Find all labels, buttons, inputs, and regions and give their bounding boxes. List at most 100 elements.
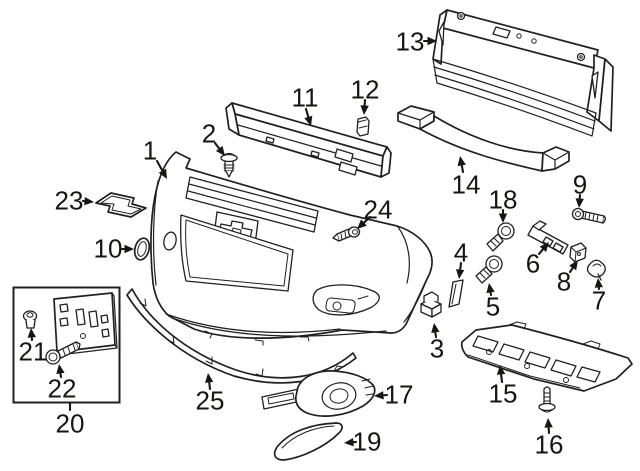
callout-23[interactable]: 23 bbox=[55, 185, 94, 215]
callout-20[interactable]: 20 bbox=[56, 401, 85, 438]
part-underbody-shield bbox=[460, 321, 633, 392]
callout-24[interactable]: 24 bbox=[357, 194, 392, 229]
callout-21[interactable]: 21 bbox=[19, 328, 48, 366]
callout-label-3[interactable]: 3 bbox=[430, 333, 444, 363]
part-fog-lamp-cover bbox=[273, 422, 343, 461]
callout-label-8[interactable]: 8 bbox=[557, 266, 571, 296]
callout-18[interactable]: 18 bbox=[489, 184, 518, 223]
callout-22[interactable]: 22 bbox=[48, 364, 77, 403]
callout-label-4[interactable]: 4 bbox=[454, 237, 468, 267]
callout-label-24[interactable]: 24 bbox=[364, 194, 393, 224]
callout-label-15[interactable]: 15 bbox=[489, 378, 518, 408]
callout-label-6[interactable]: 6 bbox=[526, 248, 540, 278]
callout-6[interactable]: 6 bbox=[526, 242, 549, 278]
part-bolt-5 bbox=[475, 255, 503, 284]
callout-leader-24 bbox=[362, 215, 372, 224]
callout-leader-22 bbox=[59, 372, 63, 379]
callout-1[interactable]: 1 bbox=[143, 135, 167, 179]
callout-leader-4 bbox=[459, 261, 463, 271]
callout-arrowhead-8 bbox=[569, 260, 578, 271]
callout-8[interactable]: 8 bbox=[557, 260, 578, 296]
callout-arrowhead-23 bbox=[84, 197, 94, 206]
callout-12[interactable]: 12 bbox=[351, 74, 380, 115]
callout-15[interactable]: 15 bbox=[489, 365, 518, 408]
part-bracket bbox=[527, 220, 569, 255]
callout-label-7[interactable]: 7 bbox=[592, 285, 606, 315]
part-license-plate-bracket bbox=[53, 292, 118, 356]
callout-arrowhead-10 bbox=[124, 244, 134, 254]
callout-label-10[interactable]: 10 bbox=[94, 233, 123, 263]
callout-label-18[interactable]: 18 bbox=[489, 184, 518, 214]
part-spacer-clip bbox=[356, 116, 370, 137]
callout-11[interactable]: 11 bbox=[292, 82, 319, 126]
callout-label-14[interactable]: 14 bbox=[452, 169, 481, 199]
callout-4[interactable]: 4 bbox=[454, 237, 468, 279]
callout-label-19[interactable]: 19 bbox=[353, 426, 382, 456]
callout-arrowhead-6 bbox=[539, 242, 549, 252]
callout-3[interactable]: 3 bbox=[430, 323, 444, 363]
part-bumper-cover bbox=[150, 151, 433, 346]
part-oval-plug bbox=[133, 237, 151, 261]
callout-label-9[interactable]: 9 bbox=[573, 169, 587, 199]
callout-9[interactable]: 9 bbox=[573, 169, 587, 208]
callout-arrowhead-4 bbox=[456, 269, 465, 279]
callout-5[interactable]: 5 bbox=[486, 283, 500, 321]
callout-leader-11 bbox=[304, 107, 310, 118]
callout-leader-15 bbox=[500, 373, 504, 384]
callout-arrowhead-9 bbox=[575, 198, 584, 208]
callout-arrowhead-11 bbox=[304, 115, 313, 126]
callout-arrowhead-3 bbox=[431, 323, 440, 333]
callout-arrowhead-25 bbox=[205, 373, 214, 383]
callout-2[interactable]: 2 bbox=[202, 118, 225, 156]
callout-label-2[interactable]: 2 bbox=[202, 118, 216, 148]
part-bolt-18 bbox=[486, 222, 515, 252]
part-push-pin bbox=[22, 310, 38, 329]
callout-19[interactable]: 19 bbox=[344, 426, 381, 456]
callout-17[interactable]: 17 bbox=[374, 379, 413, 409]
callout-label-21[interactable]: 21 bbox=[19, 336, 48, 366]
callout-leader-3 bbox=[434, 331, 438, 339]
callout-arrowhead-5 bbox=[486, 283, 495, 294]
callout-label-22[interactable]: 22 bbox=[48, 373, 77, 403]
callout-16[interactable]: 16 bbox=[535, 418, 564, 459]
callout-label-16[interactable]: 16 bbox=[535, 429, 564, 459]
callout-label-1[interactable]: 1 bbox=[143, 135, 157, 165]
callout-13[interactable]: 13 bbox=[396, 26, 437, 56]
callout-14[interactable]: 14 bbox=[452, 156, 481, 199]
callout-label-20[interactable]: 20 bbox=[56, 408, 85, 438]
part-air-baffle bbox=[432, 9, 614, 137]
callout-label-5[interactable]: 5 bbox=[486, 291, 500, 321]
callout-label-12[interactable]: 12 bbox=[351, 74, 380, 104]
callout-label-25[interactable]: 25 bbox=[196, 385, 225, 415]
callout-leader-8 bbox=[568, 266, 574, 274]
callout-arrowhead-16 bbox=[544, 418, 553, 428]
part-lower-trim-strip bbox=[126, 288, 357, 384]
callout-arrowhead-19 bbox=[344, 438, 354, 447]
part-license-screw bbox=[45, 341, 81, 365]
part-fog-lamp-bezel bbox=[261, 365, 376, 417]
part-clip-nut bbox=[569, 242, 587, 263]
callout-label-23[interactable]: 23 bbox=[55, 185, 84, 215]
callout-arrowhead-15 bbox=[496, 365, 506, 375]
callout-leader-2 bbox=[213, 141, 221, 150]
part-bolt-9 bbox=[571, 207, 606, 224]
part-license-bracket-kit bbox=[12, 286, 121, 404]
part-tie-bar bbox=[397, 105, 570, 172]
callout-7[interactable]: 7 bbox=[592, 278, 606, 315]
callout-25[interactable]: 25 bbox=[196, 373, 225, 415]
callout-label-11[interactable]: 11 bbox=[292, 82, 319, 112]
part-corner-clip bbox=[420, 291, 442, 318]
callout-label-17[interactable]: 17 bbox=[385, 379, 414, 409]
part-retainer-7 bbox=[586, 259, 606, 281]
callout-leader-6 bbox=[537, 248, 544, 256]
callout-arrowhead-17 bbox=[374, 391, 384, 400]
part-impact-bar bbox=[225, 102, 392, 178]
callout-10[interactable]: 10 bbox=[94, 233, 134, 263]
callout-arrowhead-18 bbox=[498, 213, 508, 223]
part-guide-shim bbox=[448, 279, 464, 308]
callout-label-13[interactable]: 13 bbox=[396, 26, 425, 56]
part-push-clip bbox=[220, 152, 238, 178]
